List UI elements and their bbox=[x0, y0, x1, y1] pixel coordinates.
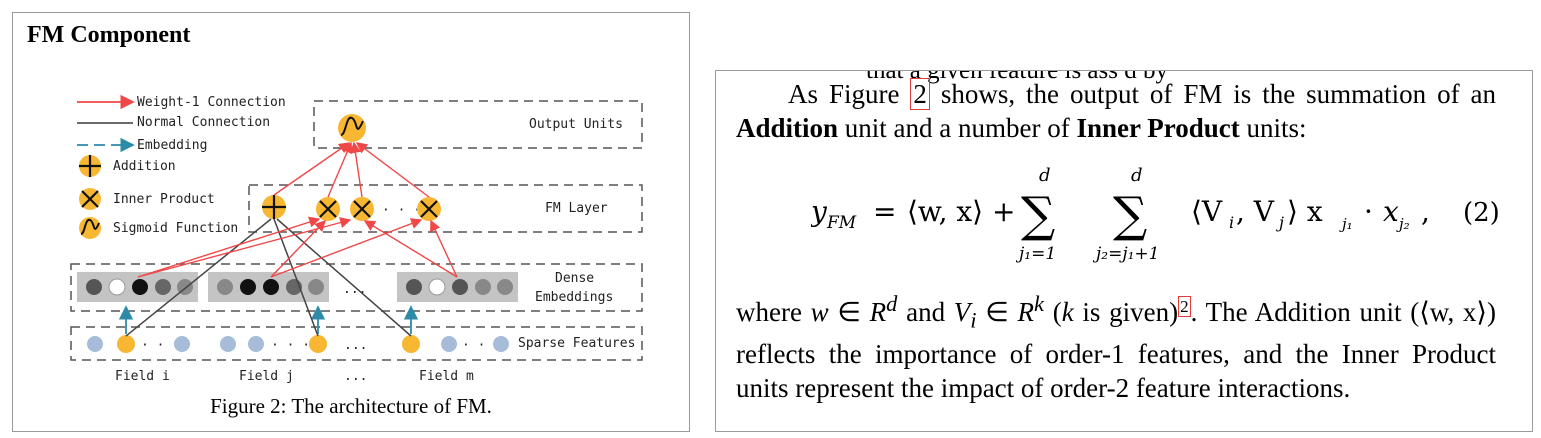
embedding-group-i bbox=[77, 272, 198, 302]
legend-inner-product: Inner Product bbox=[113, 192, 215, 207]
legend-sigmoid: Sigmoid Function bbox=[113, 221, 238, 236]
legend-weight1: Weight-1 Connection bbox=[137, 95, 286, 110]
p2-text: and bbox=[897, 297, 954, 327]
p2-text: is given) bbox=[1073, 297, 1179, 327]
p2-math: R bbox=[869, 297, 887, 327]
label-field-j: Field j bbox=[239, 369, 294, 384]
label-sparse: Sparse Features bbox=[518, 336, 635, 351]
cut-off-line: that a given feature is ass d by bbox=[866, 70, 1168, 84]
p2-text: where bbox=[736, 297, 811, 327]
label-field-i: Field i bbox=[115, 369, 170, 384]
eq-sub-j2: j₂ bbox=[1396, 215, 1410, 233]
sparse-dots-i: · · · bbox=[141, 338, 180, 353]
p2-math: i bbox=[970, 307, 977, 333]
fm-addition-icon bbox=[262, 195, 286, 219]
eq-term2c: ⟩ x bbox=[1287, 195, 1323, 228]
eq-lhs-sub: FM bbox=[826, 213, 857, 233]
p2-math: d bbox=[886, 291, 898, 316]
p2-math: V bbox=[953, 297, 971, 327]
figure-ref-link[interactable]: 2 bbox=[910, 78, 930, 110]
label-field-m: Field m bbox=[419, 369, 474, 384]
p2-math: k bbox=[1034, 291, 1045, 316]
dense-embeddings-box bbox=[70, 263, 643, 312]
eq-number: (2) bbox=[1463, 198, 1500, 228]
p1-bold-addition: Addition bbox=[736, 113, 839, 143]
paragraph-1: As Figure 2 shows, the output of FM is t… bbox=[736, 77, 1496, 145]
footnote-ref-link[interactable]: 2 bbox=[1178, 296, 1191, 317]
embedding-group-m bbox=[397, 272, 518, 302]
panel-title: FM Component bbox=[27, 22, 191, 48]
figure-panel: FM Component Weight-1 Connection Normal … bbox=[12, 12, 690, 432]
p2-text: . The Addition unit (⟨w, x⟩) reflects th… bbox=[736, 297, 1496, 404]
sum1-top: d bbox=[1039, 165, 1051, 186]
sum1-bottom: j₁=1 bbox=[1015, 244, 1056, 264]
label-output-units: Output Units bbox=[529, 117, 623, 132]
p1-text: units: bbox=[1239, 113, 1307, 143]
label-dense-2: Embeddings bbox=[535, 290, 613, 305]
eq-term2: ⟨V bbox=[1191, 195, 1223, 228]
p1-bold-inner-product: Inner Product bbox=[1076, 113, 1240, 143]
sum2-top: d bbox=[1131, 165, 1143, 186]
p2-text: ∈ bbox=[828, 297, 870, 327]
eq-comma: , bbox=[1421, 195, 1430, 228]
sum1-sign: ∑ bbox=[1021, 187, 1055, 243]
sparse-dots-j: · · · bbox=[271, 338, 310, 353]
embedding-arrows bbox=[118, 305, 419, 334]
paragraph-2: where w ∈ Rd and Vi ∈ Rk (k is given)2. … bbox=[736, 287, 1496, 405]
p1-text: As Figure bbox=[788, 79, 911, 109]
sparse-nodes: · · · · · · ... · · · bbox=[87, 335, 509, 353]
sum2-bottom: j₂=j₁+1 bbox=[1092, 244, 1159, 264]
eq-x2: x bbox=[1383, 195, 1399, 228]
p2-math: w bbox=[810, 297, 829, 327]
eq-term1: ⟨w, x⟩ + bbox=[907, 195, 1015, 228]
eq-sub-i: i bbox=[1229, 213, 1234, 232]
sparse-ellipsis: ... bbox=[344, 338, 367, 353]
eq-term2b: , V bbox=[1236, 195, 1275, 228]
sigmoid-output-icon bbox=[338, 114, 366, 142]
fm-ellipsis: · · · bbox=[382, 203, 421, 218]
p2-text: ∈ bbox=[976, 297, 1018, 327]
eq-equals: = bbox=[873, 195, 896, 228]
p2-math: R bbox=[1017, 297, 1035, 327]
eq-sub-j1: j₁ bbox=[1339, 215, 1353, 233]
fm-inner-product-icon bbox=[350, 197, 374, 221]
figure-caption: Figure 2: The architecture of FM. bbox=[210, 394, 492, 418]
p1-text: unit and a number of bbox=[838, 113, 1077, 143]
legend: Weight-1 Connection Normal Connection Em… bbox=[77, 94, 286, 239]
fm-inner-product-icon bbox=[316, 197, 340, 221]
text-panel: that a given feature is ass d by As Figu… bbox=[715, 70, 1533, 432]
weight1-connections bbox=[137, 141, 458, 278]
p2-math: k bbox=[1061, 297, 1074, 327]
legend-addition: Addition bbox=[113, 159, 176, 174]
label-fm-layer: FM Layer bbox=[545, 201, 608, 216]
dense-ellipsis: ... bbox=[343, 282, 366, 297]
p2-text: ( bbox=[1044, 297, 1062, 327]
p1-text: shows, the output of FM is the summation… bbox=[929, 79, 1497, 109]
inner-product-icon bbox=[79, 188, 101, 210]
eq-sub-j: j bbox=[1276, 213, 1284, 232]
addition-icon bbox=[79, 155, 101, 177]
sparse-dots-m: · · · bbox=[462, 338, 501, 353]
sum2-sign: ∑ bbox=[1113, 187, 1147, 243]
sparse-features-box bbox=[70, 326, 643, 361]
legend-normal: Normal Connection bbox=[137, 115, 270, 130]
label-dense-1: Dense bbox=[555, 271, 594, 286]
embedding-group-j bbox=[208, 272, 329, 302]
label-field-ellipsis: ... bbox=[344, 369, 367, 384]
fm-layer-box bbox=[248, 184, 643, 233]
eq-dot: · bbox=[1364, 195, 1373, 228]
legend-embedding: Embedding bbox=[137, 138, 207, 153]
output-units-box bbox=[313, 100, 643, 149]
fm-architecture-diagram: Weight-1 Connection Normal Connection Em… bbox=[70, 94, 643, 384]
fm-inner-product-icon bbox=[417, 197, 441, 221]
eq-lhs: y bbox=[811, 195, 828, 228]
equation-2: y FM = ⟨w, x⟩ + d ∑ j₁=1 d ∑ j₂=j₁+1 ⟨V … bbox=[811, 165, 1500, 264]
sigmoid-icon bbox=[79, 217, 101, 239]
